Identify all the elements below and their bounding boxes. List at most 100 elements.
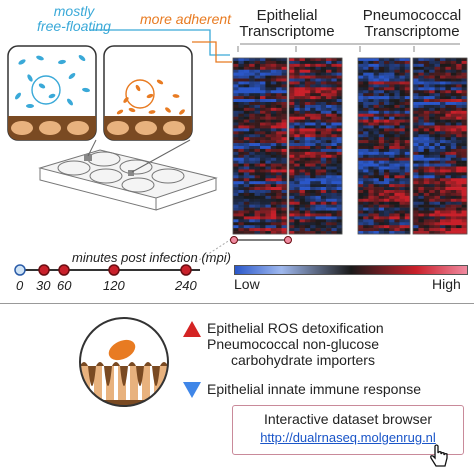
- heatmap-cell: [384, 201, 390, 205]
- heatmap-cell: [440, 154, 446, 159]
- heatmap-cell: [429, 58, 435, 62]
- heatmap-cell: [450, 195, 457, 200]
- heatmap-cell: [320, 222, 327, 226]
- heatmap-cell: [310, 81, 316, 85]
- heatmap-cell: [304, 104, 311, 109]
- heatmap-cell: [315, 175, 322, 179]
- pneumococcal-transcriptome-title: Pneumococcal Transcriptome: [356, 8, 468, 40]
- heatmap-cell: [399, 116, 406, 120]
- heatmap-cell: [233, 222, 239, 226]
- heatmap-cell: [336, 131, 343, 135]
- heatmap-cell: [384, 107, 390, 112]
- heatmap-cell: [389, 228, 395, 232]
- heatmap-cell: [249, 210, 255, 214]
- heatmap-cell: [434, 146, 441, 150]
- heatmap-cell: [336, 104, 343, 109]
- heatmap-cell: [294, 113, 300, 117]
- heatmap-cell: [315, 157, 322, 161]
- heatmap-cell: [249, 90, 255, 94]
- heatmap-cell: [440, 216, 446, 220]
- free-floating-label-line1: mostly: [53, 3, 95, 19]
- heatmap-cell: [413, 219, 419, 223]
- heatmap-cell: [294, 228, 300, 232]
- heatmap-cell: [243, 125, 250, 129]
- heatmap-cell: [260, 87, 266, 91]
- heatmap-cell: [423, 148, 430, 153]
- heatmap-cell: [434, 107, 441, 112]
- heatmap-cell: [358, 228, 364, 232]
- heatmap-cell: [281, 222, 288, 226]
- heatmap-cell: [389, 90, 395, 94]
- heatmap-cell: [238, 169, 245, 173]
- heatmap-cell: [358, 184, 364, 188]
- heatmap-cell: [363, 137, 369, 141]
- heatmap-cell: [445, 134, 452, 138]
- heatmap-cell: [461, 122, 468, 126]
- heatmap-cell: [358, 60, 364, 65]
- heatmap-cell: [249, 107, 255, 112]
- heatmap-cell: [368, 198, 374, 203]
- heatmap-cell: [260, 225, 266, 229]
- heatmap-cell: [394, 204, 400, 208]
- heatmap-cell: [413, 63, 419, 68]
- heatmap-cell: [276, 143, 282, 147]
- heatmap-cell: [358, 204, 364, 208]
- heatmap-cell: [336, 99, 343, 103]
- heatmap-cell: [423, 72, 430, 76]
- heatmap-cell: [445, 169, 452, 173]
- heatmap-cell: [423, 190, 430, 194]
- heatmap-cell: [429, 66, 435, 71]
- heatmap-cell: [294, 110, 300, 115]
- heatmap-cell: [233, 78, 239, 82]
- heatmap-cell: [276, 96, 282, 100]
- heatmap-cell: [249, 228, 255, 232]
- heatmap-cell: [249, 143, 255, 147]
- heatmap-cell: [434, 187, 441, 191]
- heatmap-cell: [281, 210, 288, 214]
- heatmap-cell: [265, 198, 272, 203]
- heatmap-cell: [326, 175, 332, 179]
- heatmap-cell: [378, 148, 385, 153]
- heatmap-cell: [331, 96, 337, 100]
- heatmap-cell: [461, 134, 468, 138]
- heatmap-cell: [389, 160, 395, 164]
- heatmap-cell: [423, 178, 430, 182]
- heatmap-cell: [378, 207, 385, 211]
- heatmap-cell: [249, 63, 255, 68]
- heatmap-cell: [413, 201, 419, 205]
- heatmap-cell: [373, 78, 380, 82]
- dataset-browser-box[interactable]: Interactive dataset browser http://dualr…: [232, 405, 464, 455]
- heatmap-cell: [423, 210, 430, 214]
- heatmap-cell: [399, 110, 406, 115]
- heatmap-cell: [315, 75, 322, 79]
- heatmap-cell: [418, 228, 425, 232]
- heatmap-cell: [276, 107, 282, 112]
- heatmap-cell: [456, 66, 462, 71]
- heatmap-cell: [260, 122, 266, 126]
- heatmap-cell: [310, 192, 316, 197]
- dataset-browser-link[interactable]: http://dualrnaseq.molgenrug.nl: [260, 430, 436, 445]
- heatmap-cell: [399, 213, 406, 217]
- heatmap-cell: [389, 190, 395, 194]
- heatmap-cell: [373, 175, 380, 179]
- heatmap-cell: [289, 175, 295, 179]
- heatmap-cell: [294, 148, 300, 153]
- heatmap-cell: [281, 66, 288, 71]
- heatmap-cell: [304, 163, 311, 167]
- heatmap-cell: [331, 122, 337, 126]
- heatmap-cell: [294, 146, 300, 150]
- heatmap-cell: [399, 99, 406, 103]
- heatmap-cell: [281, 116, 288, 120]
- heatmap-cell: [276, 131, 282, 135]
- heatmap-cell: [331, 166, 337, 170]
- heatmap-cell: [233, 137, 239, 141]
- heatmap-cell: [423, 107, 430, 112]
- heatmap-cell: [294, 96, 300, 100]
- heatmap-cell: [461, 192, 468, 197]
- heatmap-cell: [238, 99, 245, 103]
- heatmap-cell: [445, 66, 452, 71]
- heatmap-cell: [304, 137, 311, 141]
- heatmap-cell: [310, 166, 316, 170]
- heatmap-cell: [358, 231, 364, 235]
- heatmap-cell: [418, 75, 425, 79]
